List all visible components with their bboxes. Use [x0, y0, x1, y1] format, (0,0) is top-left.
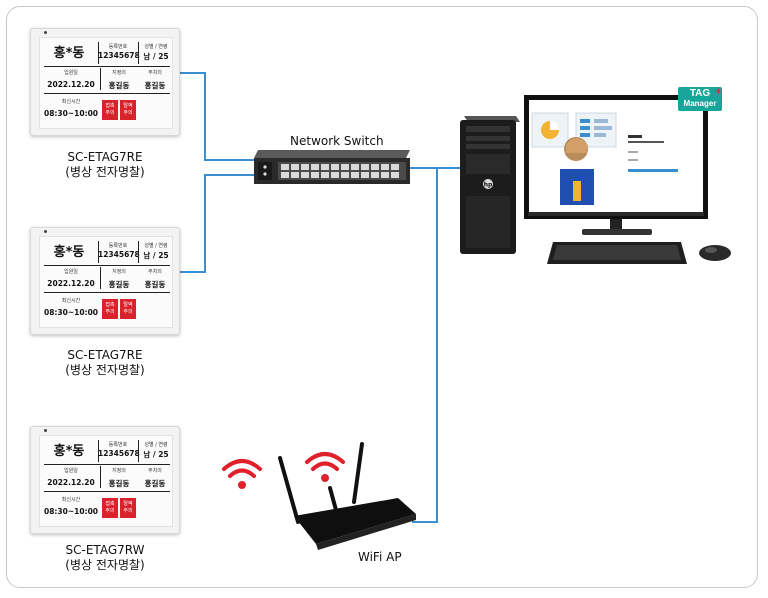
- tag-screen: 홍*동 등록번호 12345678 성별 / 연령 남 / 25 입원일 202…: [39, 236, 173, 328]
- monitor-icon: [524, 95, 708, 235]
- wifi-ap-label: WiFi AP: [358, 550, 402, 564]
- network-switch-icon: [254, 150, 410, 184]
- keyboard-icon: [547, 242, 687, 264]
- wire-tag2-switch: [180, 174, 258, 273]
- status-led: [44, 429, 47, 432]
- wifi-signal-icon: [305, 452, 345, 482]
- epaper-tag-3: 홍*동 등록번호 12345678 성별 / 연령 남 / 25 입원일 202…: [30, 426, 180, 534]
- tag-manager-logo: TAG Manager +: [678, 87, 722, 111]
- status-led: [44, 31, 47, 34]
- wire-ap-switch: [412, 168, 438, 523]
- tag-screen: 홍*동 등록번호 12345678 성별 / 연령 남 / 25 입원일 202…: [39, 37, 173, 129]
- tag-caption-2: SC-ETAG7RE(병상 전자명찰): [65, 348, 145, 377]
- pc-tower-icon: hp: [460, 116, 520, 254]
- svg-text:hp: hp: [484, 182, 493, 189]
- epaper-tag-1: 홍*동 등록번호 12345678 성별 / 연령 남 / 25 입원일 202…: [30, 28, 180, 136]
- tag-caption-1: SC-ETAG7RE(병상 전자명찰): [65, 150, 145, 179]
- status-led: [44, 230, 47, 233]
- wire-tag1-switch: [180, 72, 258, 161]
- patient-name: 홍*동: [53, 444, 85, 459]
- switch-label: Network Switch: [290, 134, 384, 148]
- patient-name: 홍*동: [53, 245, 85, 260]
- tag-caption-3: SC-ETAG7RW(병상 전자명찰): [65, 543, 145, 572]
- wifi-signal-icon: [222, 459, 262, 489]
- diagram-frame: [6, 6, 758, 588]
- tag-screen: 홍*동 등록번호 12345678 성별 / 연령 남 / 25 입원일 202…: [39, 435, 173, 527]
- epaper-tag-2: 홍*동 등록번호 12345678 성별 / 연령 남 / 25 입원일 202…: [30, 227, 180, 335]
- wifi-router-icon: [278, 442, 416, 550]
- patient-name: 홍*동: [53, 46, 85, 61]
- mouse-icon: [699, 245, 731, 261]
